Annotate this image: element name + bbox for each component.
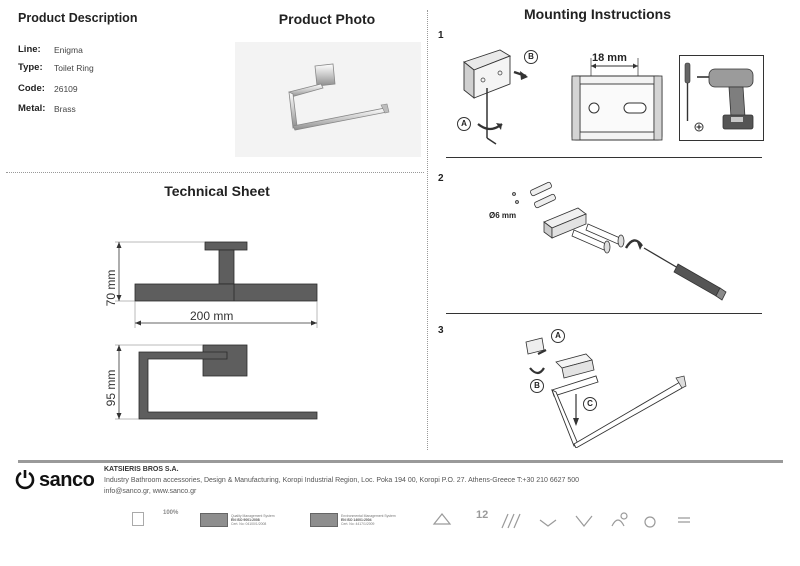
step-2-screws-illustration — [512, 181, 727, 301]
line-value: Enigma — [54, 44, 83, 55]
footer-bar — [18, 460, 783, 463]
detail-line: Line: Enigma — [18, 44, 83, 55]
step-1-wallplate-illustration — [463, 49, 528, 145]
sanco-logo: sanco — [14, 466, 100, 494]
product-photo-heading: Product Photo — [278, 11, 376, 27]
detail-metal: Metal: Brass — [18, 103, 76, 114]
step-1-number: 1 — [438, 30, 444, 41]
detail-type: Type: Toilet Ring — [18, 62, 94, 73]
sanco-logo-mark-icon — [15, 470, 35, 490]
sun-icon — [620, 512, 628, 520]
top-ring — [138, 351, 318, 420]
mounting-instructions-heading: Mounting Instructions — [524, 6, 671, 22]
step-2-number: 2 — [438, 173, 444, 184]
metal-label: Metal: — [18, 103, 46, 114]
callout-a-step3: A — [551, 329, 565, 343]
durable-icon — [575, 515, 593, 527]
height-label: 70 mm — [104, 269, 118, 307]
technical-sheet-heading: Technical Sheet — [164, 183, 270, 199]
product-description-heading: Product Description — [18, 11, 138, 25]
company-web: info@sanco.gr, www.sanco.gr — [104, 488, 197, 495]
step-1-plate-front-illustration — [571, 58, 663, 141]
callout-b-step3: B — [530, 379, 544, 393]
center-divider — [427, 10, 428, 450]
quality-icon — [644, 516, 656, 528]
company-address: Industry Bathroom accessories, Design & … — [104, 477, 580, 484]
cert-quality-no: Cert. No: 04100/1/2008 — [231, 522, 267, 526]
line-label: Line: — [18, 44, 41, 55]
cert-environmental: Environmental Management System EN ISO 1… — [310, 513, 403, 527]
side-post — [218, 249, 235, 285]
water-icon — [611, 519, 625, 527]
cert-environmental-logo — [310, 513, 338, 527]
cert-quality: Quality Management System EN ISO 9001:20… — [200, 513, 293, 527]
callout-b-step1: B — [524, 50, 538, 64]
step-3-number: 3 — [438, 325, 444, 336]
top-plate — [202, 344, 248, 377]
tarnish-icon — [432, 513, 452, 525]
step-2-separator — [446, 313, 762, 314]
technical-drawing — [115, 241, 318, 420]
cert-quality-title: Quality Management System — [231, 514, 275, 518]
cert-quality-logo — [200, 513, 228, 527]
drill-diameter-label: Ø6 mm — [489, 211, 517, 220]
type-label: Type: — [18, 62, 43, 73]
easy-clean-icon — [539, 519, 557, 527]
width-label: 200 mm — [190, 309, 234, 323]
depth-label: 95 mm — [104, 369, 118, 407]
side-plate — [204, 241, 248, 251]
step-1-separator — [446, 157, 762, 158]
type-value: Toilet Ring — [54, 62, 94, 73]
left-divider — [6, 172, 424, 173]
hotel-badge-icon — [132, 512, 144, 526]
code-value: 26109 — [54, 83, 78, 94]
scratch-icon — [501, 513, 521, 529]
metal-value: Brass — [54, 103, 76, 114]
cert-environmental-title: Environmental Management System — [341, 514, 396, 518]
badge-100: 100% — [163, 510, 179, 516]
hole-spacing-label: 18 mm — [592, 52, 627, 64]
callout-a-step1: A — [457, 117, 471, 131]
detail-code: Code: 26109 — [18, 83, 78, 94]
step-3-assembly-illustration — [525, 337, 687, 448]
side-bar — [134, 283, 318, 302]
callout-c-step3: C — [583, 397, 597, 411]
cert-environmental-no: Cert. No: 4417/1/2009 — [341, 522, 375, 526]
warranty-years: 12 — [476, 509, 489, 521]
towel-ring-photo — [288, 63, 390, 131]
product-photo — [235, 42, 421, 157]
sanco-brand-text: sanco — [39, 468, 95, 491]
company-name: KATSIERIS BROS S.A. — [104, 466, 179, 473]
cert-quality-std: EN ISO 9001:2008 — [231, 518, 260, 522]
feature-icons-strip — [432, 512, 690, 529]
step-1-tools-illustration — [679, 55, 764, 141]
standard-icon — [678, 517, 690, 523]
code-label: Code: — [18, 83, 45, 94]
cert-environmental-std: EN ISO 14001:2004 — [341, 518, 372, 522]
